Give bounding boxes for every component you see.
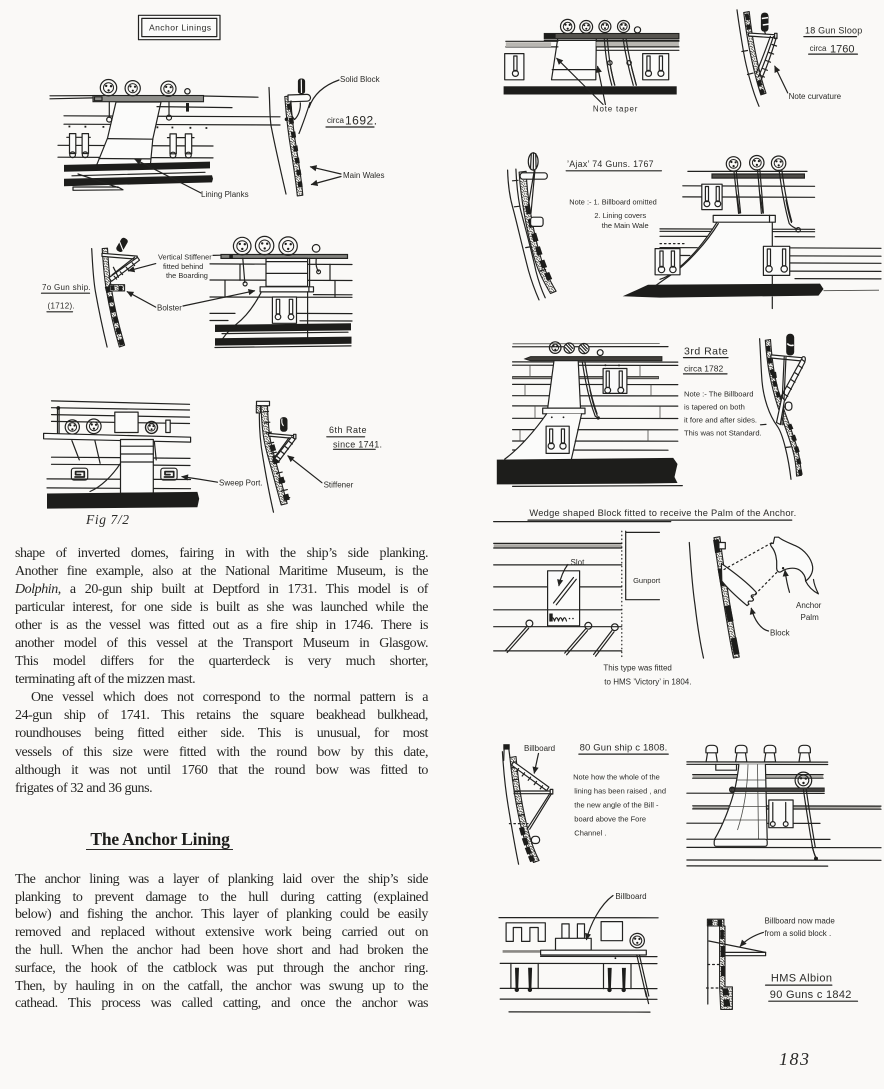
svg-text:circa 1782: circa 1782 <box>684 364 723 374</box>
svg-text:1760: 1760 <box>830 44 854 56</box>
svg-text:the new angle of the Bill: the new angle of the Bill - <box>574 801 659 810</box>
svg-text:is tapered on both: is tapered on both <box>684 403 745 412</box>
svg-text:Solid Block: Solid Block <box>340 75 381 84</box>
svg-text:lining has been raised , an: lining has been raised , and <box>574 787 666 796</box>
svg-text:6th Rate: 6th Rate <box>329 425 367 435</box>
svg-text:to HMS ’Victory’ in 1804.: to HMS ’Victory’ in 1804. <box>604 678 691 687</box>
svg-text:Billboard: Billboard <box>615 892 646 901</box>
svg-text:HMS Albion: HMS Albion <box>771 973 832 985</box>
svg-text:This was not Standard.: This was not Standard. <box>684 429 762 438</box>
svg-text:Lining Planks: Lining Planks <box>201 190 249 199</box>
svg-text:Main Wales: Main Wales <box>343 171 385 180</box>
svg-text:Billboard now made: Billboard now made <box>765 917 836 926</box>
svg-text:fitted behind: fitted behind <box>163 262 203 271</box>
svg-text:90 Guns c 1842: 90 Guns c 1842 <box>770 989 852 1001</box>
svg-text:Bolster: Bolster <box>157 304 182 313</box>
svg-text:the Boarding: the Boarding <box>166 271 208 280</box>
svg-text:Block: Block <box>770 629 791 638</box>
svg-text:2. Lining covers: 2. Lining covers <box>594 211 646 220</box>
svg-text:3rd Rate: 3rd Rate <box>684 346 728 358</box>
svg-text:1692.: 1692. <box>345 114 378 128</box>
svg-text:from a solid block .: from a solid block . <box>765 929 832 938</box>
svg-text:circa: circa <box>327 116 344 125</box>
svg-text:Vertical Stiffener: Vertical Stiffener <box>158 253 212 262</box>
svg-text:circa: circa <box>810 44 827 53</box>
svg-text:This type was fitted: This type was fitted <box>603 664 671 673</box>
svg-text:Slot: Slot <box>571 558 586 567</box>
svg-text:Anchor: Anchor <box>796 601 822 610</box>
svg-text:since 1741.: since 1741. <box>333 440 382 450</box>
svg-text:Channel .: Channel . <box>574 829 606 838</box>
svg-text:the Main Wale: the Main Wale <box>602 221 649 230</box>
svg-text:Note :- 1. Billboard omitted: Note :- 1. Billboard omitted <box>569 198 657 207</box>
svg-text:Anchor Linings: Anchor Linings <box>149 23 211 33</box>
svg-text:it fore and after sides.: it fore and after sides. <box>684 416 757 425</box>
svg-text:Note taper: Note taper <box>593 105 638 114</box>
svg-text:Note :- The Billboard: Note :- The Billboard <box>684 390 754 399</box>
svg-text:Billboard: Billboard <box>524 744 555 753</box>
svg-text:Wedge shaped Block fitted: Wedge shaped Block fitted to receive the… <box>529 508 796 518</box>
svg-text:Stiffener: Stiffener <box>324 481 354 490</box>
svg-text:Gunport: Gunport <box>633 576 661 585</box>
svg-text:18 Gun Sloop: 18 Gun Sloop <box>805 26 862 36</box>
svg-text:(1712).: (1712). <box>48 302 75 311</box>
svg-text:Palm: Palm <box>801 613 820 622</box>
svg-text:Sweep Port.: Sweep Port. <box>219 479 263 488</box>
svg-text:board above the Fore: board above the Fore <box>574 815 646 824</box>
svg-text:7o Gun ship.: 7o Gun ship. <box>42 283 91 292</box>
svg-text:Note curvature: Note curvature <box>789 92 842 101</box>
svg-text:80 Gun ship c 1808.: 80 Gun ship c 1808. <box>580 743 668 754</box>
svg-text:Note how the whole of the: Note how the whole of the <box>573 773 660 782</box>
svg-text:’Ajax’ 74 Guns. 1767: ’Ajax’ 74 Guns. 1767 <box>567 159 654 169</box>
